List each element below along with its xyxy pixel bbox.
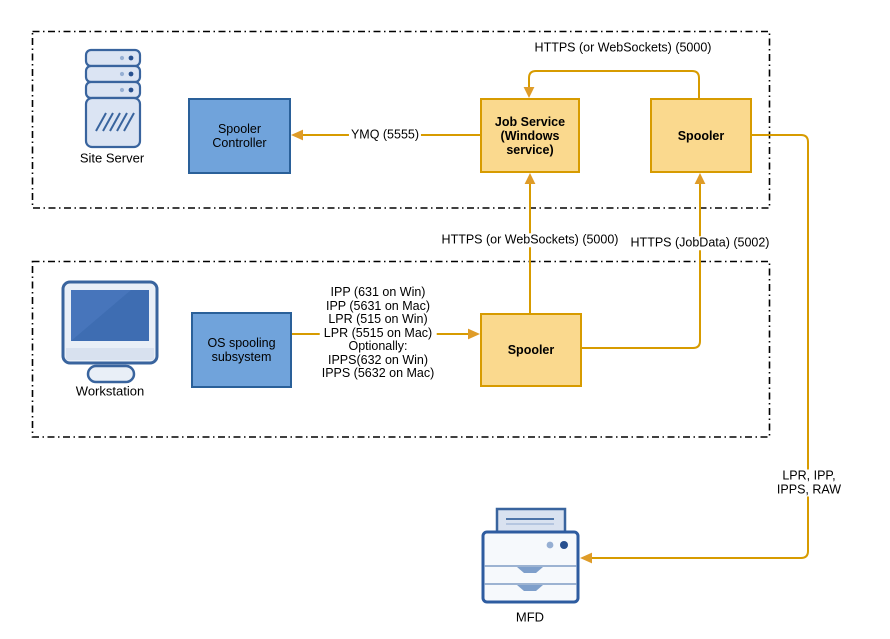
edge-print-protocols <box>580 134 809 564</box>
edge-label-client-protocols: IPP (631 on Win) IPP (5631 on Mac) LPR (… <box>319 284 437 381</box>
spooler-client-node: Spooler <box>480 313 582 387</box>
edge-label-print-protocols: LPR, IPP, IPPS, RAW <box>768 469 850 497</box>
edge-https-websockets-top <box>523 70 700 98</box>
os-spooling-label: OS spooling subsystem <box>207 336 276 364</box>
site-server-caption: Site Server <box>79 150 145 166</box>
edge-https-jobdata <box>582 173 706 349</box>
edge-label-https-jobdata: HTTPS (JobData) (5002) <box>628 235 772 250</box>
monitor-icon <box>61 280 159 384</box>
edge-label-https-websockets-mid: HTTPS (or WebSockets) (5000) <box>439 232 621 247</box>
edge-label-https-websockets-top: HTTPS (or WebSockets) (5000) <box>532 40 714 55</box>
spooler-controller-label: Spooler Controller <box>212 122 267 150</box>
spooler-server-node: Spooler <box>650 98 752 173</box>
spooler-server-label: Spooler <box>677 128 725 143</box>
server-stack-icon <box>84 48 142 149</box>
edge-label-ymq: YMQ (5555) <box>348 127 422 142</box>
os-spooling-node: OS spooling subsystem <box>191 312 292 388</box>
spooler-client-label: Spooler <box>507 343 555 357</box>
job-service-label: Job Service (Windows service) <box>494 114 566 157</box>
server-zone-container <box>31 30 771 209</box>
mfd-caption: MFD <box>515 609 545 625</box>
spooler-controller-node: Spooler Controller <box>188 98 291 174</box>
job-service-node: Job Service (Windows service) <box>480 98 580 173</box>
printer-icon <box>481 507 580 604</box>
client-zone-container <box>31 260 771 438</box>
edge-https-websockets-mid <box>524 173 536 313</box>
workstation-caption: Workstation <box>75 383 145 399</box>
